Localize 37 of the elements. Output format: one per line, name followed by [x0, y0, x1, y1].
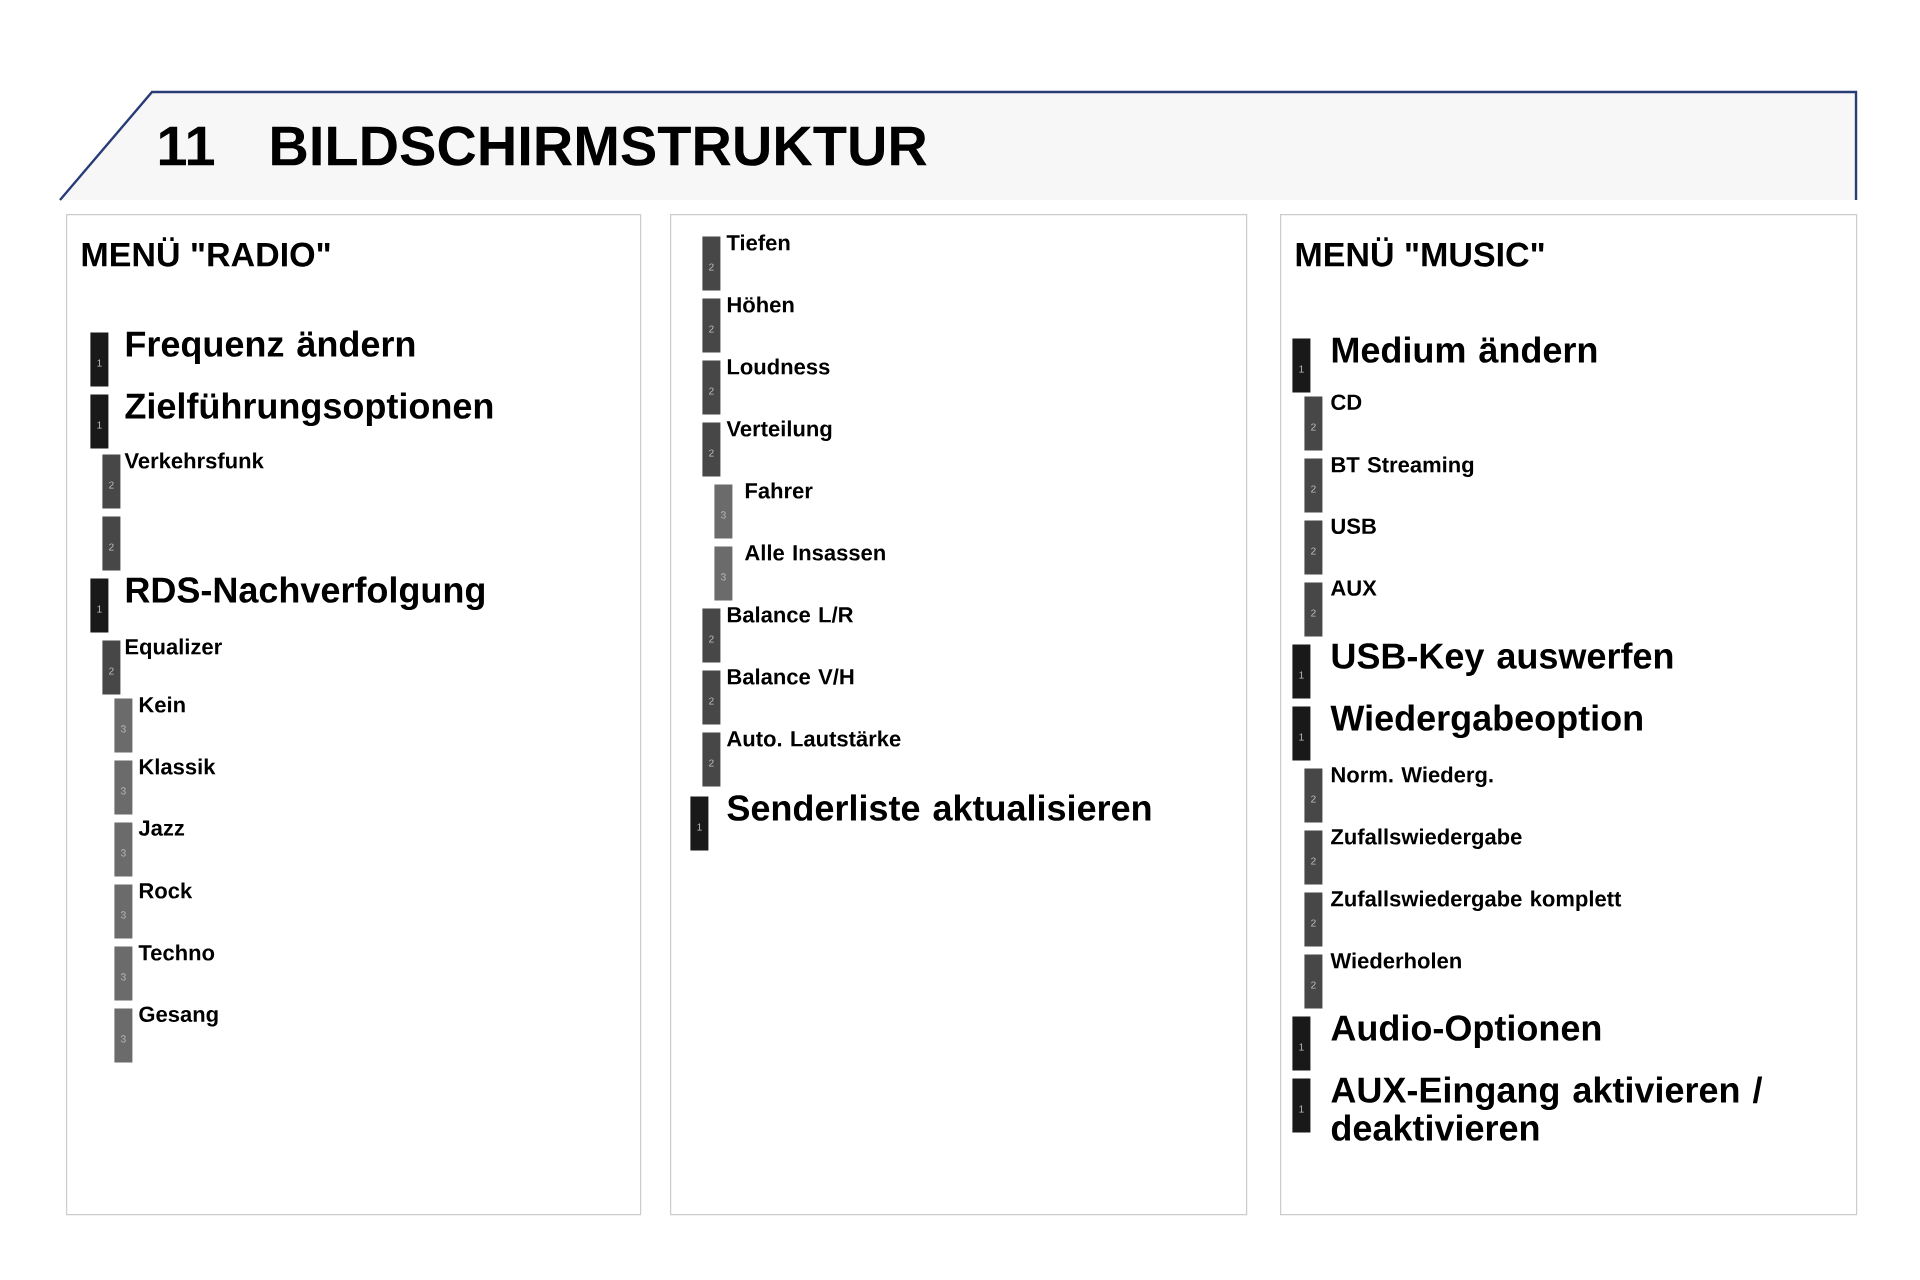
menu-item: Equalizer [125, 638, 222, 659]
menu-item: Loudness [727, 358, 830, 375]
menu-item: Techno [138, 944, 215, 961]
menu-item: Zufallswiedergabe komplett [1331, 890, 1622, 912]
menu-item: Auto. Lautstärke [726, 730, 901, 747]
menu-item: Verkehrsfunk [124, 452, 264, 469]
menu-item: BT Streaming [1331, 456, 1474, 477]
menu-item: USB-Key auswerfen [1332, 642, 1673, 676]
menu-item: AUX [1330, 580, 1377, 596]
menu-panel [670, 214, 1248, 1216]
menu-item: Zielführungsoptionen [125, 392, 493, 427]
menu-item: Tiefen [726, 234, 790, 251]
menu-item: USB [1331, 518, 1376, 534]
menu-item: RDS-Nachverfolgung [126, 576, 484, 611]
menu-item: Senderliste aktualisieren [727, 794, 1151, 821]
menu-item: AUX-Eingang aktivieren / deaktivieren [1331, 1076, 1763, 1141]
menu-item: Wiedergabeoption [1330, 704, 1642, 739]
menu-item: Klassik [139, 758, 216, 775]
menu-item: Medium ändern [1332, 336, 1597, 363]
menu-item: Fahrer [745, 482, 813, 499]
menu-item: Zufallswiedergabe [1331, 828, 1522, 850]
menu-item: Audio-Optionen [1331, 1014, 1601, 1048]
menu-item: Rock [139, 882, 193, 899]
menu-item: Frequenz ändern [126, 330, 415, 364]
menu-item: Gesang [139, 1006, 218, 1027]
menu-item: Verteilung [726, 420, 832, 441]
menu-item: Jazz [138, 820, 185, 836]
menu-item: Wiederholen [1330, 952, 1461, 969]
menu-item: Balance V/H [727, 668, 854, 685]
menu-item: CD [1331, 394, 1362, 410]
page-title: BILDSCHIRMSTRUKTUR [272, 126, 927, 166]
menu-item: Balance L/R [727, 606, 854, 623]
chapter-number: 11 [159, 126, 215, 166]
menu-item: Alle Insassen [744, 544, 885, 561]
menu-item: Höhen [727, 296, 794, 313]
menu-item: Norm. Wiederg. [1331, 766, 1493, 788]
menu-item: Kein [139, 696, 185, 713]
